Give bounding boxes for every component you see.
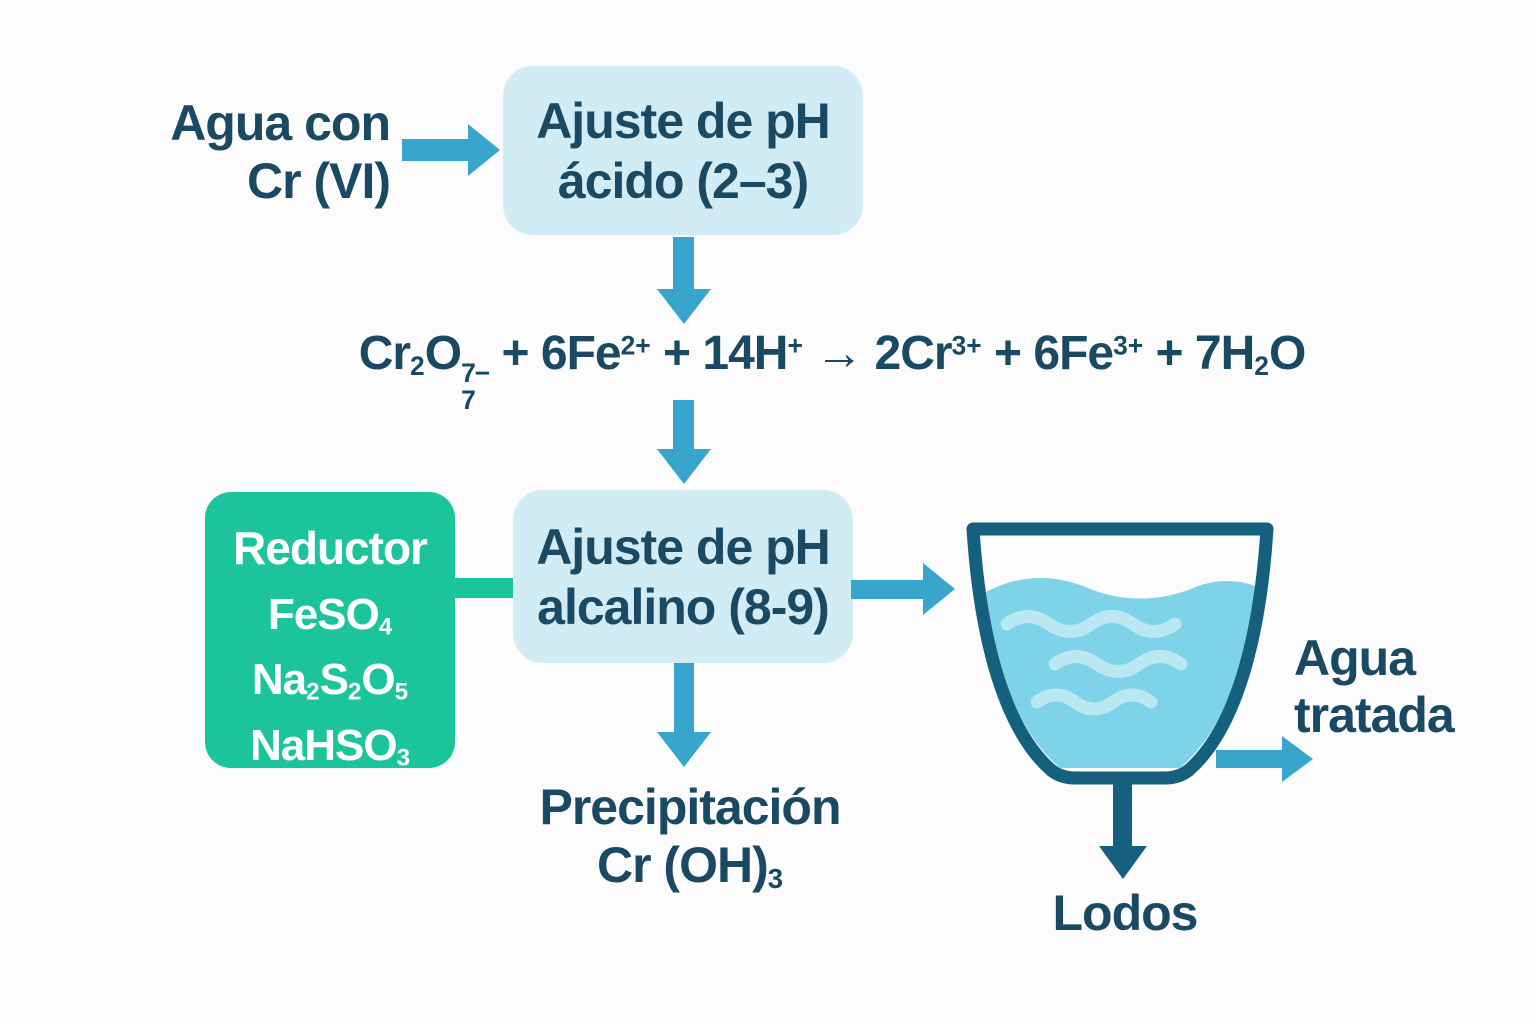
alkaline-box-line2: alcalino (8-9) [537, 578, 830, 635]
alkaline-box-line1: Ajuste de pH [536, 518, 831, 575]
box-ajuste-ph-acido: Ajuste de pH ácido (2–3) [503, 66, 863, 235]
agua-tratada-label: Agua tratada [1294, 630, 1455, 744]
reductor-formula-na2s2o5: Na2S2O5 [251, 655, 409, 706]
box-ajuste-ph-alcalino: Ajuste de pH alcalino (8-9) [513, 490, 853, 663]
reductor-title: Reductor [233, 522, 428, 574]
arrow-agua-tratada-stem [1216, 750, 1282, 768]
input-water-line2: Cr (VI) [247, 153, 391, 209]
input-water-label: Agua con Cr (VI) [130, 94, 391, 210]
arrow-down-3-stem [674, 663, 694, 733]
arrow-agua-tratada-head [1282, 736, 1313, 782]
precipitacion-title: Precipitación [539, 779, 842, 835]
precipitacion-formula: Cr (OH)3 [596, 837, 784, 895]
arrow-to-beaker-stem [851, 580, 923, 599]
agua-tratada-line1: Agua [1294, 630, 1416, 686]
arrow-down-3-head [657, 732, 711, 767]
acid-box-line2: ácido (2–3) [557, 152, 809, 209]
arrow-to-beaker-head [923, 563, 955, 615]
beaker-icon [966, 522, 1274, 785]
arrow-down-1-head [657, 289, 711, 324]
beaker-outline [966, 522, 1274, 785]
acid-box-line1: Ajuste de pH [536, 92, 831, 149]
connector-reductor [449, 578, 515, 598]
input-water-line1: Agua con [170, 95, 391, 151]
arrow-down-2-stem [673, 400, 694, 450]
arrow-lodos-stem [1113, 779, 1132, 847]
arrow-input-stem [402, 139, 468, 161]
box-reductor: Reductor FeSO4 Na2S2O5 NaHSO3 [205, 492, 455, 771]
beaker-wave-1 [1000, 610, 1182, 638]
arrow-lodos-head [1099, 846, 1147, 879]
agua-tratada-line2: tratada [1294, 687, 1455, 743]
arrow-down-2-head [657, 449, 711, 484]
lodos-label: Lodos [1052, 885, 1199, 941]
beaker-wave-3 [1030, 688, 1158, 716]
arrow-down-1-stem [673, 237, 694, 290]
reductor-formula-nahso3: NaHSO3 [249, 720, 411, 771]
beaker-wave-2 [1048, 650, 1188, 678]
precipitacion-label: Precipitación Cr (OH)3 [480, 778, 900, 908]
reductor-formula-feso4: FeSO4 [267, 590, 393, 641]
arrow-input-head [468, 124, 500, 176]
